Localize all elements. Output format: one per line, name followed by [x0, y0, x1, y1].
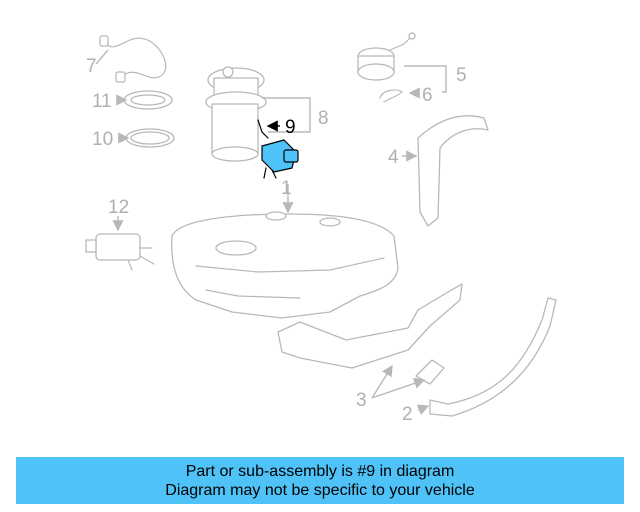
parts-diagram: 7 11 10 8 9 5 [85, 32, 557, 425]
callout-10: 10 [92, 129, 113, 150]
part-9-level-sender [257, 119, 299, 179]
part-10-seal [118, 128, 175, 148]
part-5-filler-cap [357, 32, 447, 93]
callout-7: 7 [86, 56, 97, 77]
callout-8: 8 [318, 108, 329, 129]
part-6-tether [379, 87, 420, 103]
callout-11: 11 [92, 91, 112, 112]
part-3-shields [277, 283, 463, 399]
part-7-harness [95, 35, 167, 83]
callout-9: 9 [285, 117, 296, 138]
callout-4: 4 [388, 147, 399, 168]
part-11-lock-ring [116, 90, 173, 110]
callout-3: 3 [356, 390, 367, 411]
part-8-pump-module [205, 66, 311, 162]
callout-6: 6 [422, 85, 433, 106]
part-1-fuel-tank [171, 184, 399, 319]
banner-line-2: Diagram may not be specific to your vehi… [165, 481, 475, 499]
banner-line-1: Part or sub-assembly is #9 in diagram [185, 462, 455, 480]
part-2-tank-strap [416, 297, 557, 417]
part-12-fuel-filter [85, 216, 155, 271]
callout-1: 1 [281, 178, 292, 199]
part-4-heat-shield [402, 115, 489, 227]
callout-12: 12 [108, 197, 129, 218]
info-banner: Part or sub-assembly is #9 in diagram Di… [16, 457, 624, 504]
callout-2: 2 [402, 404, 413, 425]
callout-5: 5 [456, 65, 467, 86]
